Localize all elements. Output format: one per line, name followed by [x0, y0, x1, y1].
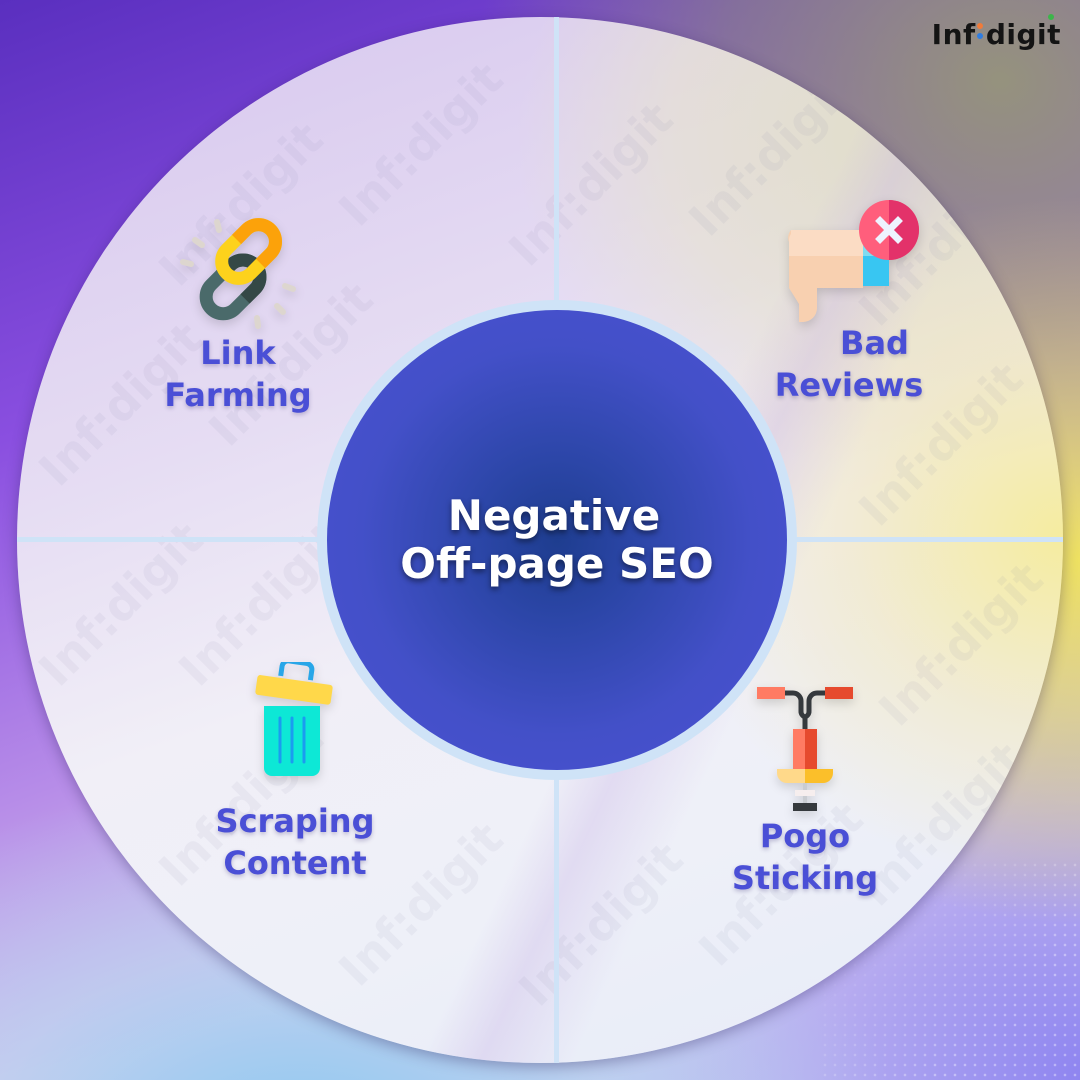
infidigit-logo: Inf i digit [931, 14, 1060, 51]
pogo-stick-icon [755, 683, 855, 813]
label-line2: Content [223, 844, 367, 882]
label-line1: Bad [840, 324, 909, 362]
label-line1: Scraping [215, 802, 375, 840]
trash-bin-icon [250, 662, 340, 782]
center-circle: Negative Off-page SEO [327, 310, 787, 770]
logo-orange-dot [976, 23, 983, 29]
logo-text-suffix: digit [985, 18, 1061, 51]
quadrant-pogo-sticking: Pogo Sticking [705, 683, 905, 899]
chain-link-icon [173, 212, 303, 332]
label-line2: Sticking [731, 859, 879, 897]
label-line1: Pogo [759, 817, 851, 855]
logo-green-dot [1048, 14, 1054, 20]
quadrant-bad-reviews: Bad Reviews [752, 200, 952, 406]
thumbs-down-icon [777, 200, 927, 324]
label-line2: Reviews [774, 366, 924, 404]
quadrant-link-farming: Link Farming [138, 212, 338, 416]
center-title-line2: Off-page SEO [400, 539, 714, 588]
logo-i-with-dots: i [976, 18, 986, 51]
quadrant-scraping-content: Scraping Content [195, 662, 395, 884]
label-line2: Farming [164, 376, 312, 414]
center-title-line1: Negative [447, 491, 661, 540]
logo-blue-dot [976, 33, 983, 39]
logo-text-prefix: Inf [931, 18, 976, 51]
label-line1: Link [200, 334, 276, 372]
